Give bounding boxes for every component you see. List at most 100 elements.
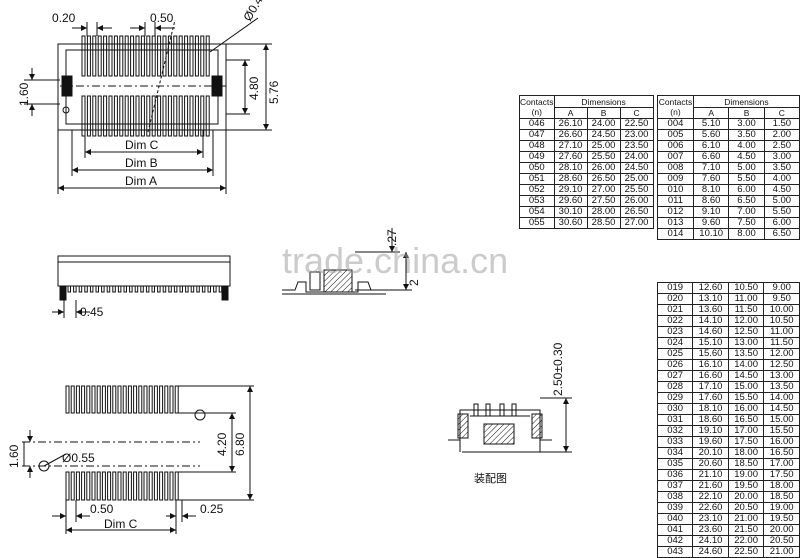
table-cell: 12.50	[763, 359, 800, 371]
table-cell: 16.00	[763, 436, 800, 448]
dim-160-bot: 1.60	[7, 444, 21, 468]
table-cell: 19.50	[763, 513, 800, 525]
table-cell: 5.10	[692, 118, 730, 130]
table-cell: 10.50	[727, 282, 765, 294]
side-pin	[134, 285, 139, 293]
table-cell: 18.10	[692, 403, 729, 415]
col-c: C	[619, 107, 654, 119]
contact-pin	[135, 95, 140, 137]
table-cell: 006	[657, 140, 694, 152]
table-cell: 20.50	[727, 502, 765, 514]
dim-a: Dim A	[125, 174, 157, 188]
assembly-view	[448, 397, 572, 453]
table-cell: 24.00	[619, 151, 654, 163]
footprint-pad	[148, 471, 153, 501]
side-pin	[101, 285, 105, 293]
table-cell: 13.60	[692, 304, 729, 316]
table-cell: 9.50	[763, 293, 800, 305]
col-c: C	[763, 107, 800, 119]
table-cell: 022	[656, 315, 694, 327]
table-cell: 009	[657, 173, 694, 185]
side-pin	[73, 285, 77, 293]
table-cell: 5.50	[728, 173, 765, 185]
contact-pin	[135, 35, 140, 77]
contact-pin	[108, 95, 113, 137]
fade-overlay	[640, 240, 800, 282]
contact-pin	[86, 95, 91, 137]
side-pin	[213, 285, 217, 293]
contact-pin	[189, 35, 194, 77]
table-cell: 24.10	[692, 535, 729, 547]
table-cell: 8.10	[692, 184, 730, 196]
dim-680: 6.80	[233, 432, 247, 456]
table-cell: 23.00	[619, 129, 654, 141]
table-cell: 9.60	[692, 217, 730, 229]
table-cell: 20.00	[763, 524, 800, 536]
contact-pin	[189, 95, 194, 137]
table-cell: 046	[519, 118, 555, 130]
footprint-pad	[159, 385, 164, 414]
footprint-pads-lower	[65, 471, 179, 501]
header-dimensions: Dimensions	[553, 95, 654, 108]
side-pin	[162, 285, 167, 293]
side-pin	[112, 285, 116, 293]
footprint-pad	[70, 471, 75, 501]
table-cell: 25.50	[586, 151, 621, 163]
table-cell: 17.10	[692, 381, 729, 393]
table-cell: 042	[656, 535, 694, 547]
side-pin	[84, 285, 88, 293]
table-cell: 28.00	[586, 206, 621, 218]
table-cell: 5.50	[763, 206, 800, 218]
contact-pin	[124, 95, 129, 137]
dim-420: 4.20	[215, 432, 229, 456]
table-cell: 4.00	[728, 140, 765, 152]
table-cell: 22.60	[692, 502, 729, 514]
footprint-pad	[65, 471, 70, 501]
dim-027: .27	[385, 229, 399, 246]
table-cell: 053	[519, 195, 555, 207]
contact-pin	[119, 35, 124, 77]
table-cell: 27.50	[586, 195, 621, 207]
contact-pin	[178, 95, 183, 137]
table-cell: 20.10	[692, 447, 729, 459]
dim-480: 4.80	[247, 76, 261, 100]
table-cell: 014	[657, 228, 694, 240]
footprint-pad	[164, 471, 169, 501]
dim-250: 2.50±0.30	[551, 342, 565, 396]
table-cell: 049	[519, 151, 555, 163]
col-a: A	[553, 107, 588, 119]
table-cell: 3.00	[763, 151, 800, 163]
contact-pin	[146, 35, 151, 77]
dim-055-dia: Ø0.55	[62, 451, 95, 465]
footprint-pad	[164, 385, 169, 414]
footprint-pad	[169, 471, 174, 501]
footprint-pad	[133, 471, 138, 501]
table-cell: 11.00	[763, 326, 800, 338]
table-cell: 25.00	[586, 140, 621, 152]
table-cell: 15.60	[692, 348, 729, 360]
table-cell: 030	[656, 403, 694, 415]
table-cell: 24.00	[586, 118, 621, 130]
side-pin	[218, 285, 223, 293]
table-cell: 20.00	[727, 491, 765, 503]
table-cell: 22.50	[727, 546, 765, 558]
table-cell: 22.50	[619, 118, 654, 130]
contact-pin	[167, 35, 172, 77]
table-cell: 020	[656, 293, 694, 305]
table-cell: 30.10	[553, 206, 588, 218]
table-cell: 27.00	[619, 217, 654, 229]
dim-045-side: 0.45	[80, 305, 104, 319]
table-cell: 027	[656, 370, 694, 382]
dim-576: 5.76	[267, 80, 281, 104]
table-cell: 4.50	[728, 151, 765, 163]
footprint-pad	[112, 385, 117, 414]
dim-b: Dim B	[125, 156, 158, 170]
